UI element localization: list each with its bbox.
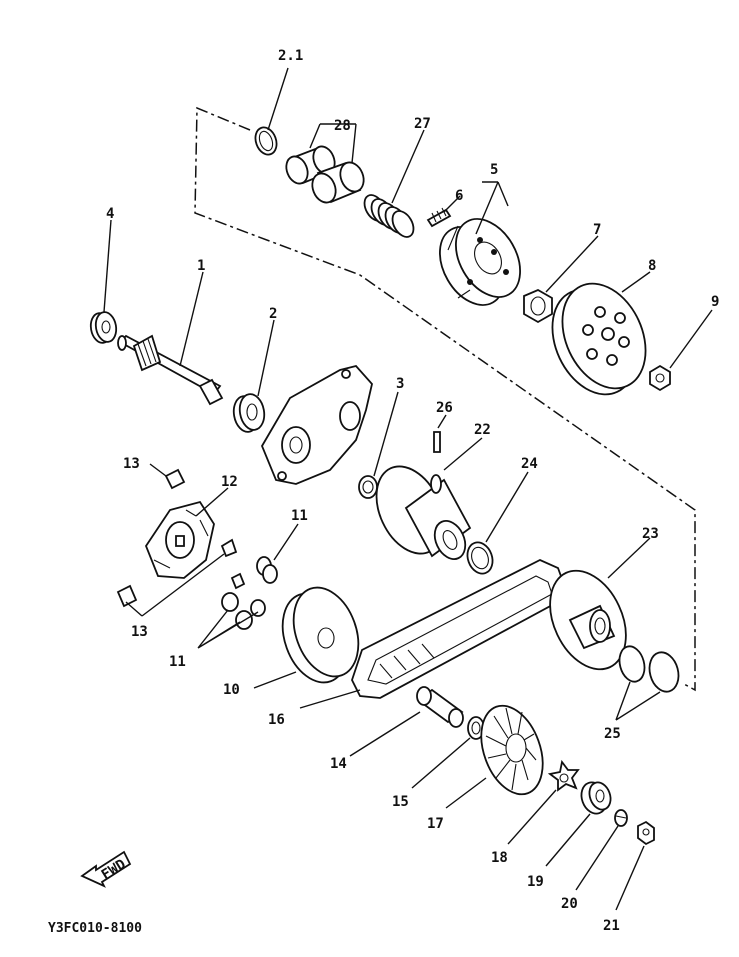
part-hex-nut-small	[649, 364, 671, 392]
label-part-28: 28	[334, 118, 351, 134]
label-part-27: 27	[414, 116, 431, 132]
label-part-13-top: 13	[123, 456, 140, 472]
label-part-11-top: 11	[291, 508, 308, 524]
label-part-5: 5	[490, 162, 498, 178]
label-part-circlip: 2.1	[278, 48, 303, 64]
label-part-2: 2	[269, 306, 277, 322]
part-v-belt	[351, 559, 568, 699]
fwd-arrow-icon: FWD	[80, 850, 132, 888]
label-part-22: 22	[474, 422, 491, 438]
label-part-26: 26	[436, 400, 453, 416]
label-part-23: 23	[642, 526, 659, 542]
part-clutch-carrier	[439, 218, 521, 306]
part-o-ring	[618, 645, 680, 693]
part-cooling-fan	[480, 704, 544, 796]
part-collar-sleeve	[416, 686, 464, 728]
part-bearing-small	[89, 311, 118, 344]
label-part-13-bottom: 13	[131, 624, 148, 640]
part-drive-shaft	[117, 334, 224, 406]
part-oil-seal	[466, 541, 494, 575]
label-part-4: 4	[106, 206, 114, 222]
part-hex-nut-large	[523, 288, 553, 324]
label-part-7: 7	[593, 222, 601, 238]
part-pin	[433, 431, 441, 453]
label-part-15: 15	[392, 794, 409, 810]
part-cam	[144, 500, 215, 579]
part-primary-sheave	[281, 586, 360, 684]
label-part-25: 25	[604, 726, 621, 742]
label-part-16: 16	[268, 712, 285, 728]
label-part-19: 19	[527, 874, 544, 890]
part-weight-lower	[221, 572, 266, 630]
label-part-24: 24	[521, 456, 538, 472]
label-part-11-bottom: 11	[169, 654, 186, 670]
part-washer	[358, 475, 378, 499]
part-slider	[116, 468, 238, 608]
label-part-20: 20	[561, 896, 578, 912]
part-washer-small	[467, 716, 485, 740]
label-part-21: 21	[603, 918, 620, 934]
label-part-14: 14	[330, 756, 347, 772]
label-part-6: 6	[455, 188, 463, 204]
label-part-18: 18	[491, 850, 508, 866]
part-transmission-case	[260, 364, 373, 485]
part-lock-washer	[614, 809, 628, 827]
label-part-3: 3	[396, 376, 404, 392]
part-end-nut	[637, 820, 655, 846]
label-part-1: 1	[197, 258, 205, 274]
assembly-boundary-line	[194, 106, 696, 692]
part-secondary-sliding-sheave	[375, 465, 472, 560]
part-weight-upper	[256, 556, 278, 584]
part-secondary-fixed-sheave	[549, 569, 627, 671]
part-star-washer	[547, 759, 580, 792]
part-clutch-spring	[426, 207, 452, 228]
diagram-code: Y3FC010-8100	[48, 921, 142, 936]
part-collar	[285, 145, 365, 204]
part-clutch-housing	[551, 282, 647, 396]
part-compression-spring	[363, 194, 415, 238]
callout-labels: 2.1 28 27 5 6 7 8 9 4 1 2 3 26 22 24 13 …	[106, 48, 719, 934]
part-circlip	[254, 126, 278, 156]
label-part-10: 10	[223, 682, 240, 698]
label-part-8: 8	[648, 258, 656, 274]
label-part-9: 9	[711, 294, 719, 310]
leader-lines	[103, 67, 713, 911]
label-part-12: 12	[221, 474, 238, 490]
part-drive-nut	[580, 781, 612, 815]
part-bearing	[232, 393, 266, 433]
label-part-17: 17	[427, 816, 444, 832]
